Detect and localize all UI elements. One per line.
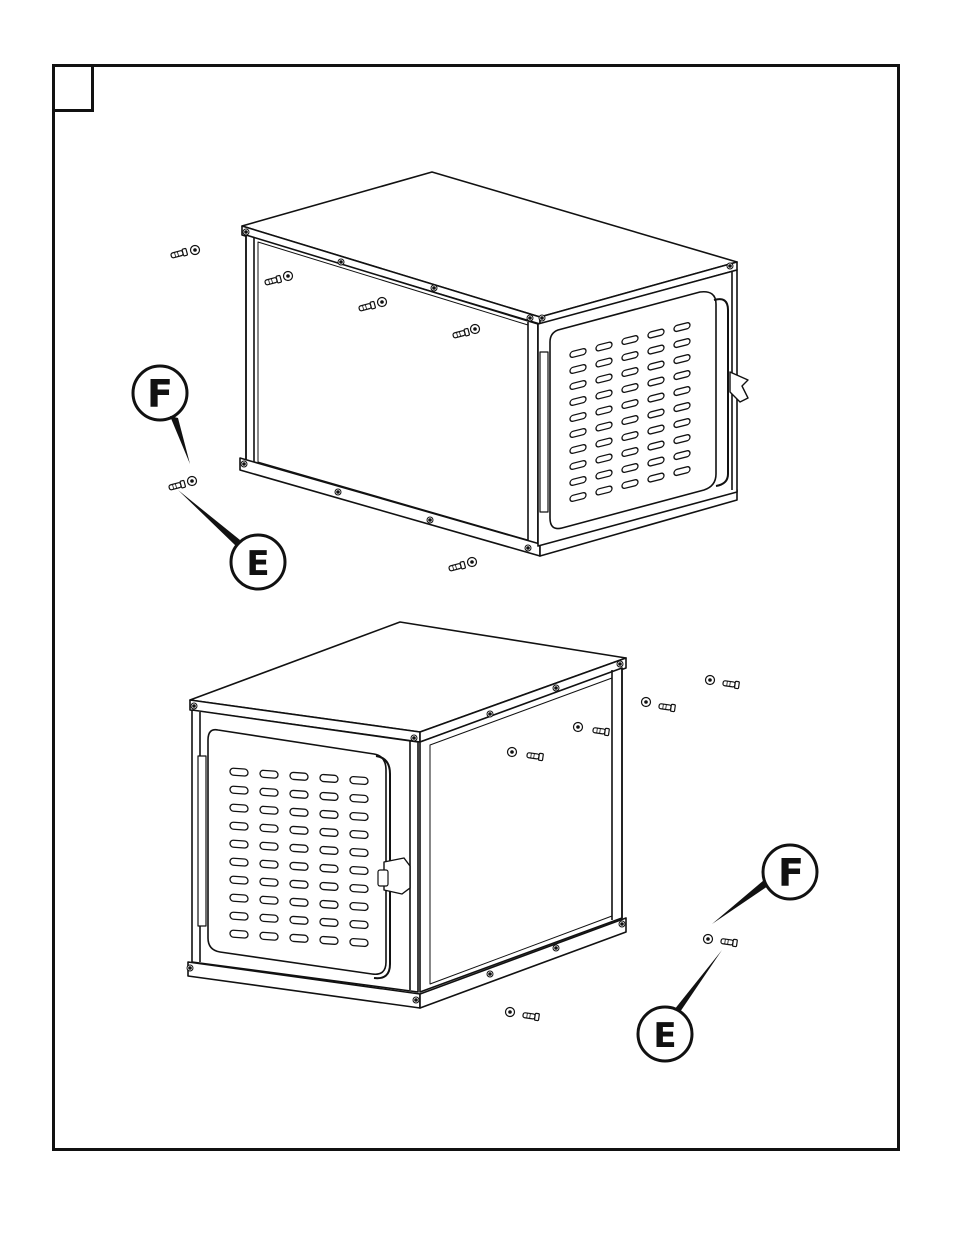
nut xyxy=(378,298,387,307)
callout-f-top: F xyxy=(133,366,190,464)
bolt xyxy=(170,248,187,259)
nut xyxy=(471,325,480,334)
callout-e-bottom: E xyxy=(638,950,722,1061)
nut xyxy=(191,246,200,255)
bolt xyxy=(168,480,185,491)
nut xyxy=(706,676,715,685)
nut xyxy=(506,1008,515,1017)
callout-label: F xyxy=(778,851,804,895)
bolt xyxy=(723,680,740,689)
top-crate xyxy=(240,172,748,556)
bolt xyxy=(659,703,676,712)
nut xyxy=(574,723,583,732)
callout-e-top: E xyxy=(178,490,285,589)
callout-f-bottom: F xyxy=(712,845,817,924)
nut xyxy=(508,748,517,757)
nut xyxy=(188,477,197,486)
top-crate-door xyxy=(550,292,716,529)
nut xyxy=(284,272,293,281)
callout-label: E xyxy=(246,544,269,584)
nut xyxy=(468,558,477,567)
callout-label: E xyxy=(653,1016,676,1056)
callout-label: F xyxy=(147,372,173,416)
bolt xyxy=(448,561,465,572)
top-crate-hinge xyxy=(540,352,548,512)
bolt xyxy=(721,938,738,947)
bottom-crate-hinge xyxy=(198,756,206,926)
nut xyxy=(642,698,651,707)
bottom-crate xyxy=(187,622,626,1008)
nut xyxy=(704,935,713,944)
bolt xyxy=(523,1012,540,1021)
